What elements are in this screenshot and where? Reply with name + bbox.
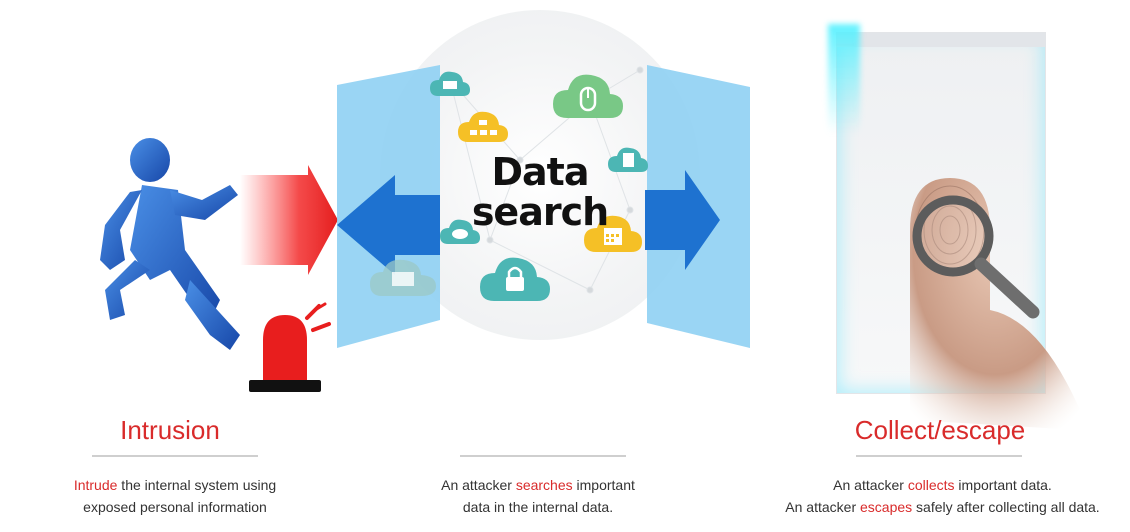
search-line1-rest: important — [572, 477, 635, 493]
center-title-line1: Data — [491, 150, 590, 194]
cloud-chat-icon — [440, 219, 480, 244]
left-blue-panel — [337, 65, 440, 348]
magnifier-icon — [912, 195, 1040, 319]
intrusion-divider — [92, 455, 258, 457]
escape-highlight: escapes — [860, 499, 913, 515]
collect-divider — [856, 455, 1022, 457]
search-divider — [460, 455, 626, 457]
collect-line2-rest: safely after collecting all data. — [912, 499, 1100, 515]
center-title: Data search — [455, 152, 625, 232]
collect-line1-pre: An attacker — [833, 477, 908, 493]
collect-highlight: collects — [907, 477, 955, 493]
search-highlight: searches — [515, 477, 573, 493]
running-man-icon — [100, 138, 240, 350]
cloud-calendar-icon — [584, 215, 642, 252]
center-title-line2: search — [471, 190, 609, 234]
collect-line1-rest: important data. — [954, 477, 1052, 493]
cloud-idcard-icon — [370, 259, 436, 296]
cloud-sitemap-icon — [458, 111, 508, 142]
search-desc: An attacker searches important data in t… — [393, 474, 683, 518]
intrusion-line2: exposed personal information — [83, 499, 267, 515]
collect-desc: An attacker collects important data. An … — [770, 474, 1115, 518]
intrusion-line1-rest: the internal system using — [117, 477, 277, 493]
intrusion-highlight: Intrude — [73, 477, 118, 493]
cyan-glow — [828, 24, 860, 134]
right-blue-panel — [645, 65, 750, 348]
search-line1-pre: An attacker — [441, 477, 516, 493]
red-arrow — [240, 165, 338, 275]
cloud-contacts-icon — [608, 147, 648, 172]
search-line2: data in the internal data. — [462, 499, 614, 515]
cloud-mouse-icon — [553, 74, 623, 118]
collect-line2-pre: An attacker — [785, 499, 860, 515]
intrusion-desc: Intrude the internal system using expose… — [30, 474, 320, 518]
cloud-network-icon — [430, 71, 470, 96]
cloud-lock-icon — [480, 257, 550, 301]
intrusion-header: Intrusion — [120, 415, 220, 445]
siren-icon — [249, 302, 331, 392]
collect-header: Collect/escape — [854, 415, 1026, 445]
